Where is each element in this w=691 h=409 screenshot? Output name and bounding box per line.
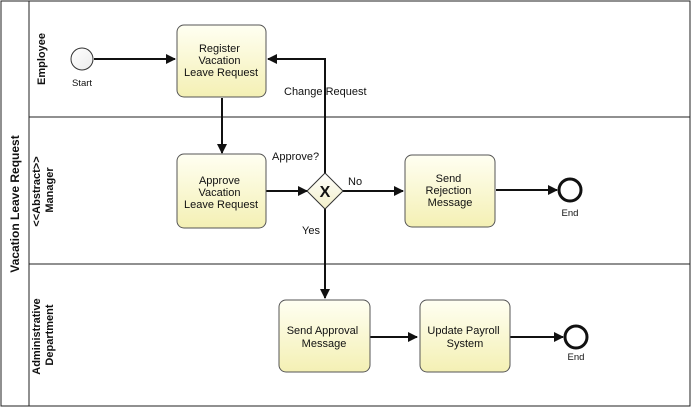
task-register-label-line-1: Register [199,43,240,55]
task-approve-label-line-2: Vacation [198,187,240,199]
task-send-approval-message[interactable]: Send Approval Message [278,299,371,373]
task-approve-label-line-1: Approve [199,175,240,187]
lane-manager-label-line-2: Manager [44,167,56,213]
end-event-rejection[interactable]: End [557,177,583,219]
sequence-flows [94,54,564,342]
start-event-label: Start [72,78,92,89]
start-event[interactable]: Start [70,47,94,89]
lane-admin: Administrative Department [31,295,56,374]
task-rejection-label-line-3: Message [428,197,473,209]
lane-manager: <<Abstract>> Manager [31,153,56,226]
gateway-x-icon: X [320,184,331,201]
task-update-payroll-system[interactable]: Update Payroll System [419,299,511,373]
end-event-rejection-circle[interactable] [557,177,583,203]
task-approve-vacation-leave-request[interactable]: Approve Vacation Leave Request [176,153,267,229]
task-rejection-label-line-2: Rejection [426,185,472,197]
task-approve-label-line-3: Leave Request [184,199,258,211]
task-approval-label-line-2: Message [302,338,347,350]
lane-manager-label: <<Abstract>> Manager [31,153,56,226]
task-payroll-label-line-1: Update Payroll [427,325,499,337]
flow-label-change-request: Change Request [284,86,367,98]
task-payroll-box[interactable] [419,299,511,373]
lane-employee: Employee [36,33,48,85]
task-register-vacation-leave-request[interactable]: Register Vacation Leave Request [176,24,267,98]
task-approve-label: Approve Vacation Leave Request [184,175,258,211]
end-event-approval[interactable]: End [563,324,589,363]
task-approval-label-line-1: Send Approval [287,325,359,337]
end-event-rejection-label: End [562,208,579,219]
task-rejection-box[interactable] [404,154,496,228]
flow-gateway-change-request[interactable] [267,54,326,174]
task-send-rejection-message[interactable]: Send Rejection Message [404,154,496,228]
lane-admin-label-line-2: Department [44,304,56,365]
task-register-label-line-2: Vacation [198,55,240,67]
flow-label-yes: Yes [302,225,320,237]
task-register-label-line-3: Leave Request [184,67,258,79]
start-event-circle[interactable] [70,47,94,71]
task-rejection-label: Send Rejection Message [426,173,475,209]
task-register-label: Register Vacation Leave Request [184,43,258,79]
task-approve-box[interactable] [176,153,267,229]
task-approval-label: Send Approval Message [287,325,362,350]
task-register-box[interactable] [176,24,267,98]
task-rejection-label-line-1: Send [436,173,462,185]
lane-admin-label-line-1: Administrative [31,298,43,374]
lane-employee-label: Employee [36,33,48,85]
gateway-label: Approve? [272,151,319,163]
approve-gateway[interactable]: X Approve? [272,151,344,210]
task-approval-box[interactable] [278,299,371,373]
lane-manager-label-line-1: <<Abstract>> [31,156,43,226]
task-payroll-label-line-2: System [447,338,484,350]
pool-title: Vacation Leave Request [8,135,22,272]
gateway-diamond[interactable] [306,172,344,210]
lane-admin-label: Administrative Department [31,295,56,374]
end-event-approval-label: End [568,352,585,363]
flow-label-no: No [348,176,362,188]
task-payroll-label: Update Payroll System [427,325,502,350]
end-event-approval-circle[interactable] [563,324,589,350]
